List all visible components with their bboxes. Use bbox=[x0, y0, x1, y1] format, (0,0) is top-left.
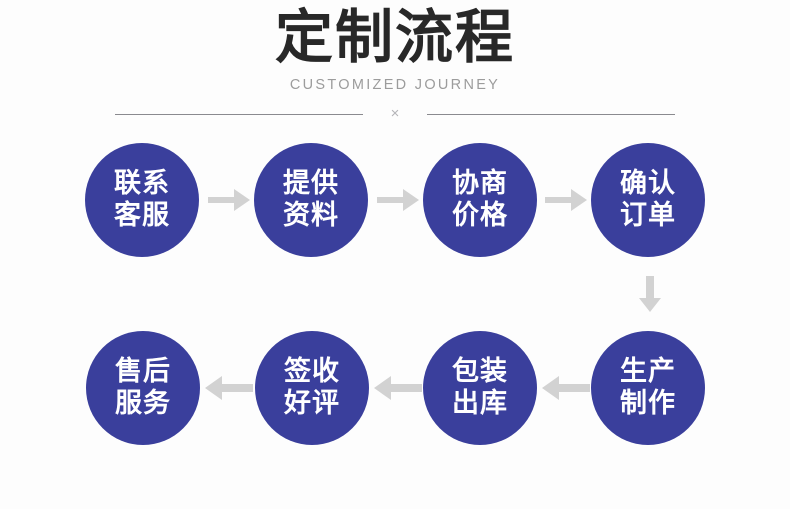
divider-line-left bbox=[115, 114, 363, 115]
arrow-left-icon bbox=[542, 376, 590, 400]
flow-node-label: 提供 资料 bbox=[283, 168, 339, 231]
flow-node-production[interactable]: 生产 制作 bbox=[591, 331, 705, 445]
flow-node-provide-materials[interactable]: 提供 资料 bbox=[254, 143, 368, 257]
page-title: 定制流程 bbox=[274, 3, 515, 71]
flow-node-packing-shipping[interactable]: 包装 出库 bbox=[423, 331, 537, 445]
flow-node-label: 确认 订单 bbox=[620, 168, 676, 231]
flow-node-confirm-order[interactable]: 确认 订单 bbox=[591, 143, 705, 257]
banner-header: 定制流程 CUSTOMIZED JOURNEY × bbox=[0, 0, 790, 130]
flow-node-label: 售后 服务 bbox=[115, 356, 171, 419]
flow-node-receipt-review[interactable]: 签收 好评 bbox=[255, 331, 369, 445]
flow-node-label: 协商 价格 bbox=[452, 168, 508, 231]
flow-node-negotiate-price[interactable]: 协商 价格 bbox=[423, 143, 537, 257]
flow-node-label: 联系 客服 bbox=[114, 168, 170, 231]
flow-node-label: 签收 好评 bbox=[284, 356, 340, 419]
page-subtitle: CUSTOMIZED JOURNEY bbox=[289, 77, 501, 93]
flow-node-after-sales[interactable]: 售后 服务 bbox=[86, 331, 200, 445]
arrow-down-icon bbox=[639, 276, 661, 312]
flow-node-label: 包装 出库 bbox=[452, 356, 508, 419]
divider-line-right bbox=[427, 114, 675, 115]
flow-node-label: 生产 制作 bbox=[620, 356, 676, 419]
divider-cross-icon: × bbox=[390, 105, 400, 122]
arrow-right-icon bbox=[208, 189, 250, 211]
arrow-right-icon bbox=[545, 189, 587, 211]
title-divider: × bbox=[115, 105, 675, 122]
arrow-left-icon bbox=[374, 376, 422, 400]
flow-node-contact-support[interactable]: 联系 客服 bbox=[85, 143, 199, 257]
arrow-right-icon bbox=[377, 189, 419, 211]
arrow-left-icon bbox=[205, 376, 253, 400]
